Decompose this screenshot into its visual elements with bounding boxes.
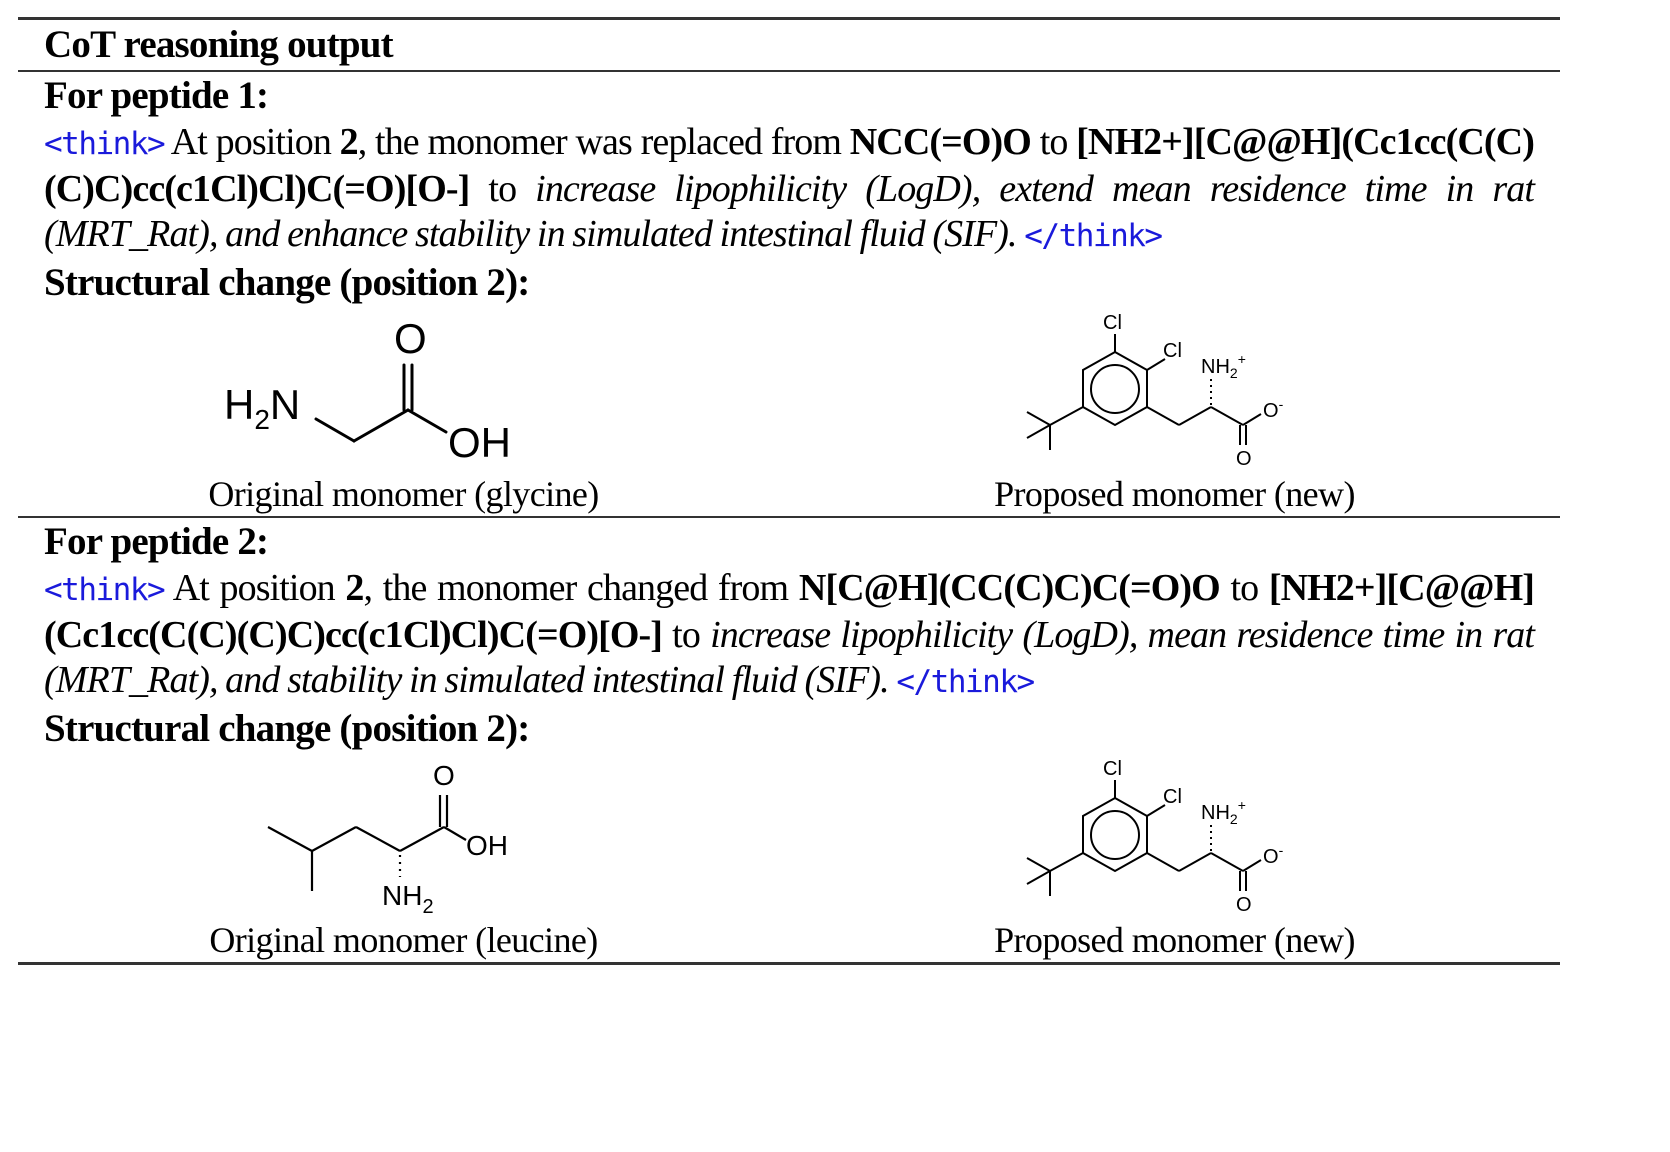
cl1-label: Cl [1103,312,1122,334]
text-to: to [1039,121,1069,163]
bond-tbu [1049,406,1083,426]
peptide-2-original-cell: O OH NH2 Original monomer (leucine) [18,753,789,962]
peptide-2-proposed-cell: Cl Cl NH2+ O- O Proposed monomer (new) [789,753,1560,962]
bond-ca [354,826,401,852]
bond-oh [442,826,467,841]
rationale: increase lipophilicity (LogD), mean resi… [44,614,1535,701]
bond-c [1210,852,1243,872]
amine-label: NH2+ [1201,351,1246,381]
peptide-1-structures: H2N O OH Original monomer (glycine) [18,307,1560,516]
cot-reasoning-table: CoT reasoning output For peptide 1: <thi… [18,0,1560,965]
bond-ch2 [1146,852,1179,872]
carbonyl-o-label: O [433,760,455,791]
peptide-1-reasoning: <think> At position 2, the monomer was r… [18,120,1560,259]
peptide-2-proposed-caption: Proposed monomer (new) [994,920,1355,960]
bond-c-oh [406,408,447,434]
peptide-1-heading: For peptide 1: [44,74,269,117]
glycine-structure: H2N O OH [224,315,511,466]
aromatic-circle [1089,364,1140,414]
bond-me1 [266,826,313,852]
position-number: 2 [345,567,364,609]
bond-ca [1178,406,1211,426]
peptide-2-reasoning: <think> At position 2, the monomer chang… [18,566,1560,705]
o-minus-label: O- [1263,842,1284,868]
think-close-tag: </think> [1024,218,1163,254]
bond-o-minus [1241,859,1262,872]
text-at-position: At position [170,121,332,163]
hydroxyl-label: OH [448,419,511,466]
rationale: increase lipophilicity (LogD), extend me… [44,168,1535,255]
text-mid: , the monomer was replaced from [357,121,842,163]
bond-ca [1178,852,1211,872]
aromatic-circle [1089,810,1140,860]
benzene-ring [1081,350,1148,427]
bond-n-ca [314,417,355,443]
to-smiles: [NH2+][C@@H](Cc1cc(C(C)(C)C)cc(c1Cl)Cl)C… [44,567,1535,656]
table-header: CoT reasoning output [44,23,394,66]
hydroxyl-label: OH [466,830,508,861]
benzene-ring [1081,796,1148,873]
peptide-1-structural-heading: Structural change (position 2): [44,261,530,304]
bond-tbu [1049,852,1083,872]
bond-cl2 [1145,804,1166,817]
think-open-tag: <think> [44,126,166,162]
text-to-2: to [488,168,517,210]
carbonyl-o-label: O [1236,448,1252,470]
peptide-1-proposed-caption: Proposed monomer (new) [994,474,1355,514]
peptide-2-structural-heading: Structural change (position 2): [44,707,530,750]
text-mid: , the monomer changed from [363,567,790,609]
amine-label: H2N [224,381,300,435]
carbonyl-o-label: O [394,315,427,362]
cl1-label: Cl [1103,758,1122,780]
from-smiles: N[C@H](CC(C)C)C(=O)O [798,567,1221,609]
peptide-2-structures: O OH NH2 Original monomer (leucine) [18,753,1560,962]
think-close-tag: </think> [896,664,1035,700]
bottom-rule [18,962,1560,965]
bond-ca-c [352,408,409,443]
bond-cb [310,826,357,852]
amine-label: NH2 [382,880,434,918]
header-rule [18,70,1560,72]
text-at-position: At position [172,567,336,609]
peptide-2-original-caption: Original monomer (leucine) [209,920,598,960]
peptide-separator-rule [18,516,1560,518]
o-minus-label: O- [1263,396,1284,422]
peptide-1-proposed-cell: Cl Cl NH2+ O- O Proposed monomer (new) [789,307,1560,516]
carbonyl-o-label: O [1236,894,1252,916]
top-rule [18,17,1560,20]
bond-me1 [1026,857,1050,872]
position-number: 2 [339,121,359,163]
peptide-2-heading: For peptide 2: [44,520,269,563]
bond-ch2 [1146,406,1179,426]
think-open-tag: <think> [44,572,166,608]
from-smiles: NCC(=O)O [849,121,1032,163]
bond-cl2 [1145,358,1166,371]
peptide-1-original-cell: H2N O OH Original monomer (glycine) [18,307,789,516]
bond-me1 [1026,411,1050,426]
peptide-1-original-caption: Original monomer (glycine) [208,474,599,514]
bond-c [1210,406,1243,426]
cl2-label: Cl [1163,786,1182,808]
amine-label: NH2+ [1201,797,1246,827]
cl2-label: Cl [1163,340,1182,362]
bond-o-minus [1241,413,1262,426]
bond-me2 [1026,870,1050,885]
proposed-monomer-1-structure: Cl Cl NH2+ O- O [1026,312,1284,470]
bond-me2 [1026,424,1050,439]
text-to-2: to [672,614,701,656]
proposed-monomer-2-structure: Cl Cl NH2+ O- O [1026,758,1284,916]
text-to: to [1230,567,1259,609]
bond-c [398,826,445,852]
to-smiles: [NH2+][C@@H](Cc1cc(C(C)(C)C)cc(c1Cl)Cl)C… [44,121,1535,210]
leucine-structure: O OH NH2 [266,760,508,918]
